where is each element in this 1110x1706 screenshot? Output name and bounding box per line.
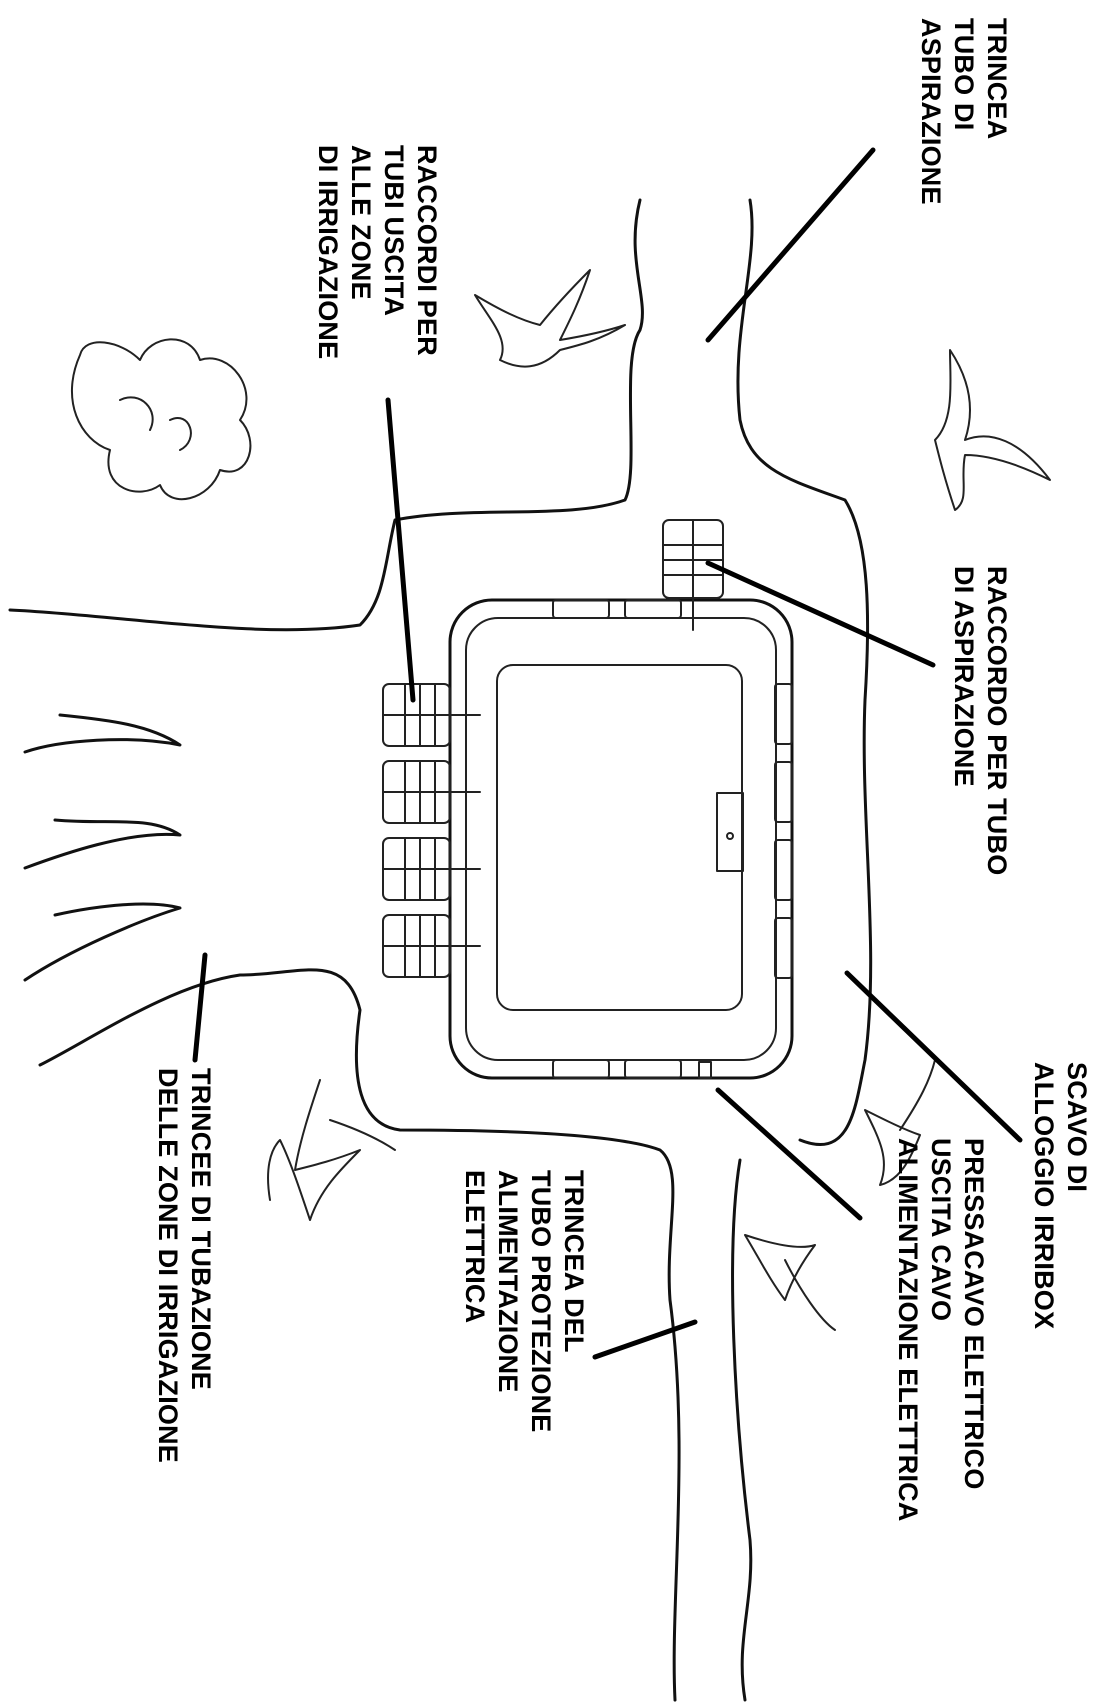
label-line: DI ASPIRAZIONE [949, 566, 979, 787]
vegetation-doodles [71, 269, 1051, 1331]
label-trincee-zone: TRINCEE DI TUBAZIONE DELLE ZONE DI IRRIG… [151, 1068, 217, 1463]
irribox-enclosure [448, 598, 794, 1080]
excavation-outline [8, 198, 873, 1702]
label-raccordo-aspirazione: RACCORDO PER TUBO DI ASPIRAZIONE [947, 566, 1013, 875]
label-line: TRINCEE DI TUBAZIONE [186, 1068, 216, 1391]
label-raccordi-uscita: RACCORDI PER TUBI USCITA ALLE ZONE DI IR… [311, 145, 443, 359]
leader-scavo-irribox [844, 970, 1023, 1143]
label-line: TUBI USCITA [379, 145, 409, 317]
label-line: TUBO DI [949, 18, 979, 131]
label-line: ALIMENTAZIONE ELETTRICA [893, 1138, 923, 1522]
leader-raccordo-aspirazione [705, 560, 936, 668]
leader-lines [192, 147, 1023, 1360]
label-line: DELLE ZONE DI IRRIGAZIONE [153, 1068, 183, 1464]
leader-trincea-alimentazione [592, 1319, 698, 1360]
label-line: PRESSACAVO ELETTRICO [959, 1138, 989, 1490]
label-trincea-alimentazione: TRINCEA DEL TUBO PROTEZIONE ALIMENTAZION… [458, 1170, 590, 1433]
label-line: TUBO PROTEZIONE [526, 1170, 556, 1433]
zone-trenches [23, 713, 182, 982]
label-pressacavo: PRESSACAVO ELETTRICO USCITA CAVO ALIMENT… [891, 1138, 990, 1522]
label-line: TRINCEA DEL [559, 1170, 589, 1353]
leader-pressacavo [715, 1087, 863, 1221]
label-line: SCAVO DI [1062, 1062, 1092, 1193]
outlet-fittings [382, 683, 481, 978]
label-trincea-aspirazione: TRINCEA TUBO DI ASPIRAZIONE [914, 18, 1013, 205]
label-line: RACCORDI PER [412, 145, 442, 356]
leader-trincea-aspirazione [705, 147, 876, 343]
label-line: RACCORDO PER TUBO [982, 566, 1012, 876]
label-line: USCITA CAVO [926, 1138, 956, 1322]
label-line: ASPIRAZIONE [916, 18, 946, 205]
suction-fitting [662, 519, 724, 631]
label-line: ELETTRICA [460, 1170, 490, 1324]
leader-trincee-zone [192, 952, 208, 1063]
label-scavo-irribox: SCAVO DI ALLOGGIO IRRIBOX [1027, 1062, 1093, 1329]
label-line: ALLE ZONE [346, 145, 376, 300]
leader-raccordi-uscita [385, 397, 416, 703]
label-line: DI IRRIGAZIONE [313, 145, 343, 360]
label-line: TRINCEA [982, 18, 1012, 140]
label-line: ALIMENTAZIONE [493, 1170, 523, 1393]
label-line: ALLOGGIO IRRIBOX [1029, 1062, 1059, 1330]
